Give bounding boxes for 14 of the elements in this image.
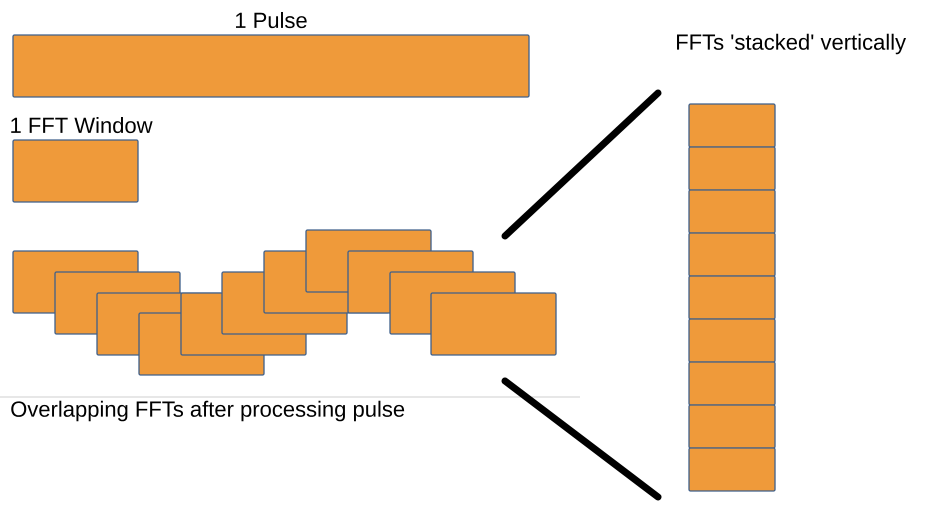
stacked-fft-box	[688, 404, 776, 449]
caption: Overlapping FFTs after processing pulse	[11, 400, 404, 422]
heading: 1 Pulse	[236, 12, 307, 28]
stacked-fft-box	[688, 361, 776, 406]
stacked-fft-box	[688, 189, 776, 234]
stacked-fft-box	[688, 447, 776, 492]
overlapping-fft-box	[430, 292, 557, 356]
heading: 1 FFT Window	[11, 116, 153, 134]
stacked-fft-box	[688, 146, 776, 191]
stacked-fft-box	[688, 275, 776, 320]
stacked-fft-box	[688, 318, 776, 363]
stacked-fft-box	[688, 232, 776, 277]
caption: FFTs 'stacked' vertically	[677, 34, 906, 54]
stacked-fft-box	[688, 103, 776, 148]
